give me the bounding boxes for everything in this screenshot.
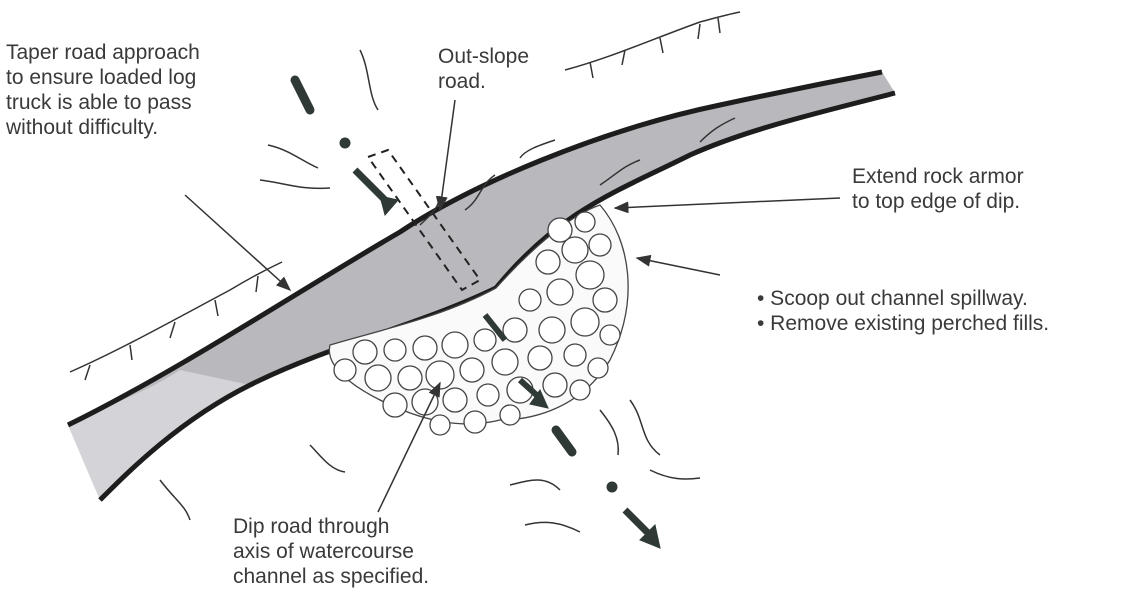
extend-line-1: Extend rock armor — [852, 164, 1024, 189]
taper-line-2: to ensure loaded log — [6, 65, 200, 90]
dip-road-label: Dip road through axis of watercourse cha… — [233, 514, 429, 589]
out-slope-label: Out-slope road. — [438, 44, 529, 94]
extend-line-2: to top edge of dip. — [852, 189, 1024, 214]
taper-line-3: truck is able to pass — [6, 90, 200, 115]
leader-scoop — [637, 258, 720, 275]
scoop-line-1: • Scoop out channel spillway. — [757, 286, 1049, 311]
taper-road-label: Taper road approach to ensure loaded log… — [6, 40, 200, 140]
spillway-fills-label: • Scoop out channel spillway. • Remove e… — [757, 286, 1049, 336]
dip-line-3: channel as specified. — [233, 564, 429, 589]
taper-line-4: without difficulty. — [6, 115, 200, 140]
scoop-line-2: • Remove existing perched fills. — [757, 311, 1049, 336]
extend-rock-armor-label: Extend rock armor to top edge of dip. — [852, 164, 1024, 214]
out-slope-line-2: road. — [438, 69, 529, 94]
leader-extend — [615, 198, 840, 208]
road-lower-shade — [68, 370, 250, 500]
dip-line-2: axis of watercourse — [233, 539, 429, 564]
taper-line-1: Taper road approach — [6, 40, 200, 65]
leader-taper — [185, 195, 290, 290]
out-slope-line-1: Out-slope — [438, 44, 529, 69]
dip-line-1: Dip road through — [233, 514, 429, 539]
leader-outslope — [440, 100, 455, 210]
